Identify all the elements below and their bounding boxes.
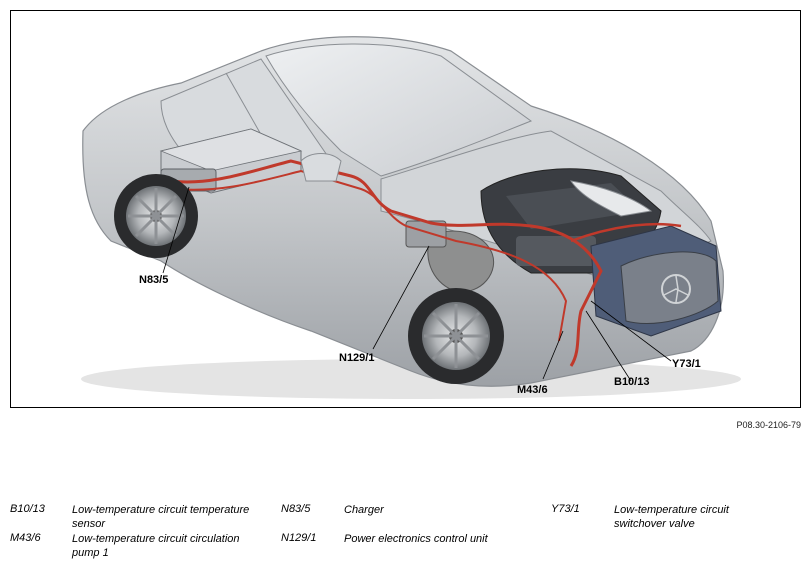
legend-code-y73-1: Y73/1 bbox=[551, 503, 580, 515]
legend-desc-n83-5: Charger bbox=[344, 504, 384, 516]
side-mirror bbox=[300, 153, 342, 182]
rear-wheel bbox=[114, 174, 198, 258]
windshield bbox=[265, 43, 533, 177]
front-grille bbox=[620, 251, 719, 324]
coolant-line-return bbox=[175, 169, 568, 342]
legend-code-b10-13: B10/13 bbox=[10, 503, 45, 515]
legend-desc-m43-6: Low-temperature circuit circulation pump… bbox=[72, 533, 240, 559]
legend-code-m43-6: M43/6 bbox=[10, 532, 41, 544]
star-emblem bbox=[661, 274, 691, 304]
legend-desc-b10-13: Low-temperature circuit temperature sens… bbox=[72, 504, 250, 530]
callout-m43-6: M43/6 bbox=[517, 384, 548, 396]
coolant-line bbox=[170, 159, 603, 367]
figure-reference: P08.30-2106-79 bbox=[736, 420, 801, 430]
callout-n129-1: N129/1 bbox=[339, 352, 375, 364]
legend-desc-n129-1: Power electronics control unit bbox=[344, 533, 488, 545]
legend-desc-y73-1: Low-temperature circuit switchover valve bbox=[614, 504, 729, 530]
front-wheel bbox=[408, 288, 504, 384]
diagram-frame: N83/5 N129/1 M43/6 B10/13 Y73/1 bbox=[10, 10, 801, 408]
legend-code-n129-1: N129/1 bbox=[281, 532, 317, 544]
callout-y73-1: Y73/1 bbox=[672, 358, 701, 370]
car-illustration bbox=[81, 36, 741, 399]
callout-b10-13: B10/13 bbox=[614, 376, 650, 388]
callout-n83-5: N83/5 bbox=[139, 274, 169, 286]
headlight bbox=[569, 180, 653, 217]
callout-leaders bbox=[162, 186, 672, 382]
legend-code-n83-5: N83/5 bbox=[281, 503, 311, 515]
